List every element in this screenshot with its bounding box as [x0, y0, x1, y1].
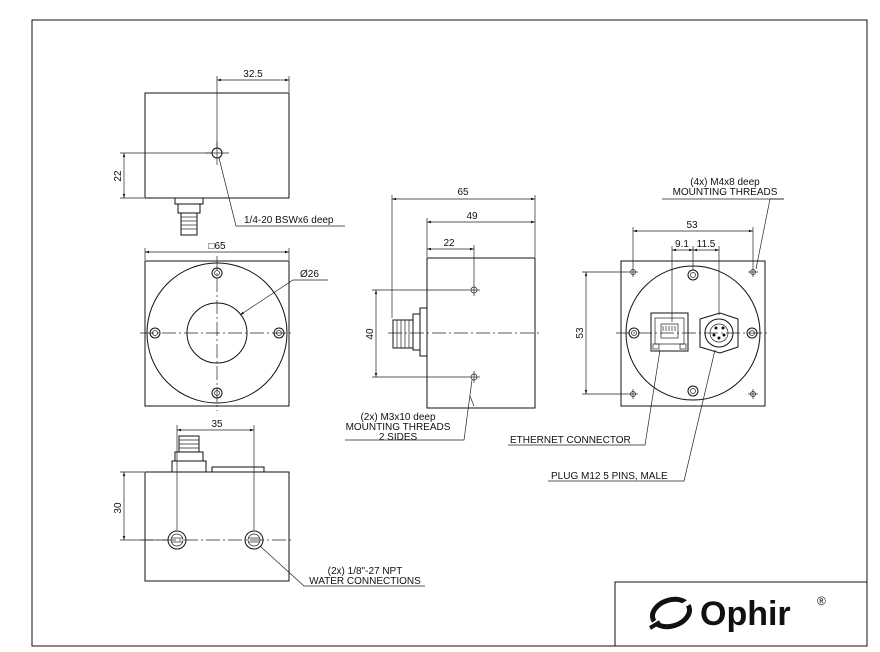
- bottom-view: 35 30 (2x) 1/8"-27 NPT WATER CONNECTIONS: [113, 419, 425, 587]
- side-view: 65 49 22 40 (2x) M3x10 deep MOUNTING THR…: [345, 187, 540, 443]
- ethernet-label: ETHERNET CONNECTOR: [510, 435, 631, 446]
- rear-view: 53 9.1 11.5 53 (4x) M4x8 deep MOUNTING T…: [508, 177, 784, 482]
- rear-dim-width: 53: [686, 220, 698, 231]
- water-note-line1: (2x) 1/8"-27 NPT: [328, 566, 403, 577]
- rear-mount-note-line2: MOUNTING THREADS: [673, 187, 778, 198]
- rear-dim-a: 9.1: [675, 239, 689, 250]
- m12-plug-icon: [699, 312, 739, 354]
- ethernet-connector-icon: [650, 312, 689, 352]
- side-dim-body: 49: [466, 211, 478, 222]
- ophir-swoosh-icon: [647, 595, 698, 631]
- rear-mount-note-line1: (4x) M4x8 deep: [690, 177, 760, 188]
- logo-brand: Ophir: [700, 595, 791, 633]
- top-hole-note: 1/4-20 BSWx6 deep: [244, 215, 334, 226]
- sheet-border: [31, 19, 868, 647]
- rear-dim-b: 11.5: [697, 239, 716, 250]
- side-mount-holes: [468, 284, 480, 383]
- side-dim-hole: 22: [443, 238, 455, 249]
- side-dim-height: 40: [365, 328, 376, 340]
- front-view: □65 Ø26: [140, 241, 328, 411]
- thread-note-line3: 2 SIDES: [379, 432, 418, 443]
- top-view: 32.5 22 1/4-20 BSWx6 deep: [113, 69, 345, 236]
- plug-label: PLUG M12 5 PINS, MALE: [551, 471, 668, 482]
- rear-view-body: [620, 260, 766, 407]
- logo-box: Ophir ®: [614, 581, 868, 647]
- top-dim-height: 22: [113, 170, 124, 182]
- front-mount-holes: [149, 267, 285, 399]
- logo-registered: ®: [817, 594, 826, 608]
- bottom-dim-height: 30: [113, 502, 124, 514]
- rear-dim-height: 53: [575, 327, 586, 339]
- side-dim-overall: 65: [457, 187, 469, 198]
- rear-mount-threads: [628, 267, 758, 399]
- front-dim-aperture: Ø26: [300, 269, 319, 280]
- top-dim-width: 32.5: [243, 69, 263, 80]
- thread-note-line1: (2x) M3x10 deep: [360, 412, 435, 423]
- front-dim-square: □65: [208, 241, 226, 252]
- water-note-line2: WATER CONNECTIONS: [309, 576, 421, 587]
- bottom-view-body: [144, 471, 290, 582]
- bottom-dim-spacing: 35: [211, 419, 223, 430]
- thread-note-line2: MOUNTING THREADS: [346, 422, 451, 433]
